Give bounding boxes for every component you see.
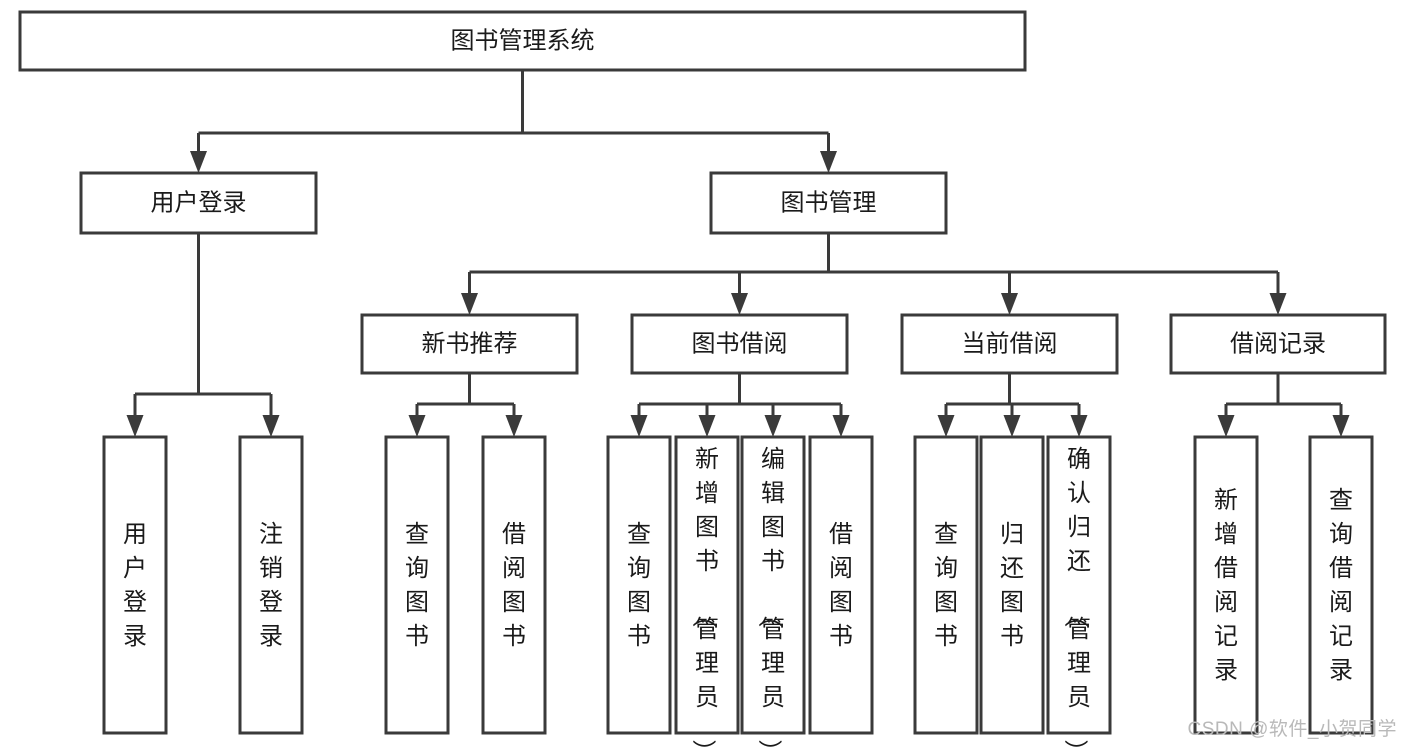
node-leaf-new-1[interactable]: 查询图书 [384,435,450,735]
node-label-newbook: 新书推荐 [422,330,518,357]
node-box-leaf-borrow-3[interactable] [740,435,806,735]
node-leaf-cur-1[interactable]: 查询图书 [913,435,979,735]
node-box-leaf-cur-1[interactable] [913,435,979,735]
node-box-leaf-login-1[interactable] [102,435,168,735]
node-box-borrow[interactable] [630,313,849,375]
node-label-leaf-borrow-2: 新增图书（管理员） [689,446,719,747]
node-box-leaf-borrow-4[interactable] [808,435,874,735]
node-leaf-borrow-1[interactable]: 查询图书 [606,435,672,735]
node-label-leaf-new-1: 查询图书 [405,521,429,650]
node-label-bookmgmt: 图书管理 [781,189,877,216]
node-leaf-borrow-2[interactable]: 新增图书（管理员） [674,435,740,747]
node-label-leaf-cur-2: 归还图书 [1000,521,1024,650]
node-leaf-new-2[interactable]: 借阅图书 [481,435,547,735]
edge-group-login [126,233,280,437]
node-box-leaf-rec-1[interactable] [1193,435,1259,735]
node-bookmgmt[interactable]: 图书管理 [709,171,948,235]
node-label-root: 图书管理系统 [451,27,595,54]
node-leaf-rec-2[interactable]: 查询借阅记录 [1308,435,1374,735]
node-box-root[interactable] [18,10,1027,72]
node-newbook[interactable]: 新书推荐 [360,313,579,375]
node-label-records: 借阅记录 [1230,330,1326,357]
node-label-leaf-login-1: 用户登录 [123,521,147,650]
node-label-leaf-rec-1: 新增借阅记录 [1214,487,1238,684]
edge-group-current [937,373,1088,437]
node-box-newbook[interactable] [360,313,579,375]
node-leaf-borrow-4[interactable]: 借阅图书 [808,435,874,735]
edge-group-newbook [408,373,523,437]
edge-layer [126,70,1350,437]
node-records[interactable]: 借阅记录 [1169,313,1387,375]
node-leaf-borrow-3[interactable]: 编辑图书（管理员） [740,435,806,747]
node-borrow[interactable]: 图书借阅 [630,313,849,375]
node-box-login[interactable] [79,171,318,235]
node-box-leaf-cur-2[interactable] [979,435,1045,735]
node-label-leaf-login-2: 注销登录 [259,521,283,650]
edge-group-root [190,70,837,173]
node-label-leaf-borrow-3: 编辑图书（管理员） [755,446,785,747]
node-leaf-cur-2[interactable]: 归还图书 [979,435,1045,735]
node-box-leaf-new-2[interactable] [481,435,547,735]
node-label-login: 用户登录 [151,189,247,216]
node-current[interactable]: 当前借阅 [900,313,1119,375]
node-box-current[interactable] [900,313,1119,375]
node-label-leaf-new-2: 借阅图书 [502,521,526,650]
node-label-borrow: 图书借阅 [692,330,788,357]
node-label-leaf-rec-2: 查询借阅记录 [1329,487,1353,684]
edge-group-records [1217,373,1350,437]
node-login[interactable]: 用户登录 [79,171,318,235]
node-label-current: 当前借阅 [962,330,1058,357]
node-label-leaf-borrow-1: 查询图书 [627,521,651,650]
node-label-leaf-cur-3: 确认归还（管理员） [1061,446,1091,747]
node-leaf-rec-1[interactable]: 新增借阅记录 [1193,435,1259,735]
node-box-leaf-login-2[interactable] [238,435,304,735]
node-label-leaf-cur-1: 查询图书 [934,521,958,650]
node-leaf-login-2[interactable]: 注销登录 [238,435,304,735]
node-layer: 图书管理系统用户登录图书管理新书推荐图书借阅当前借阅借阅记录用户登录注销登录查询… [18,10,1387,747]
node-box-leaf-new-1[interactable] [384,435,450,735]
node-box-leaf-rec-2[interactable] [1308,435,1374,735]
node-box-leaf-borrow-1[interactable] [606,435,672,735]
node-root[interactable]: 图书管理系统 [18,10,1027,72]
csdn-watermark: CSDN @软件_小贺同学 [1187,719,1397,740]
node-box-leaf-cur-3[interactable] [1046,435,1112,735]
edge-group-bookmgmt [461,233,1287,315]
node-leaf-cur-3[interactable]: 确认归还（管理员） [1046,435,1112,747]
node-box-records[interactable] [1169,313,1387,375]
node-leaf-login-1[interactable]: 用户登录 [102,435,168,735]
node-box-bookmgmt[interactable] [709,171,948,235]
node-label-leaf-borrow-4: 借阅图书 [829,521,853,650]
node-box-leaf-borrow-2[interactable] [674,435,740,735]
edge-group-borrow [630,373,850,437]
